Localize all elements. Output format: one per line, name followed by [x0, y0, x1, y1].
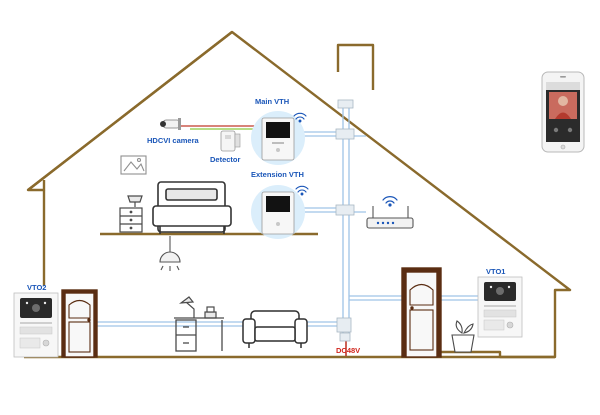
smartphone-icon	[541, 71, 585, 153]
hdcvi-camera-label: HDCVI camera	[147, 136, 199, 145]
riser-junctions	[335, 99, 355, 342]
detector-device	[220, 130, 241, 152]
extension-vth-label: Extension VTH	[251, 170, 304, 179]
ceiling-lamp-icon	[159, 236, 181, 271]
door-icon	[61, 289, 98, 358]
door-icon	[401, 267, 442, 358]
desk-lamp-icon	[178, 296, 217, 319]
desk-icon	[174, 317, 224, 352]
vto1-label: VTO1	[486, 267, 506, 276]
vto2-label: VTO2	[27, 283, 47, 292]
main-vth-device	[251, 111, 305, 165]
main-vth-label: Main VTH	[255, 97, 290, 106]
wifi-icon	[382, 196, 398, 207]
vto2-device	[13, 292, 59, 358]
cable-network	[62, 103, 478, 356]
house-icon	[24, 30, 572, 359]
nightstand-icon	[119, 195, 143, 233]
bed-icon	[152, 181, 232, 234]
camera-icon	[160, 118, 181, 130]
power-supply-label: DC48V	[336, 346, 361, 355]
router-icon	[366, 206, 414, 229]
plant-icon	[451, 320, 475, 353]
wifi-icon	[293, 112, 307, 123]
vto1-device	[477, 276, 523, 338]
extension-vth-device	[251, 185, 305, 239]
detector-label: Detector	[210, 155, 241, 164]
sofa-icon	[242, 310, 308, 348]
wifi-icon	[295, 185, 309, 196]
picture-frame-icon	[120, 155, 147, 175]
